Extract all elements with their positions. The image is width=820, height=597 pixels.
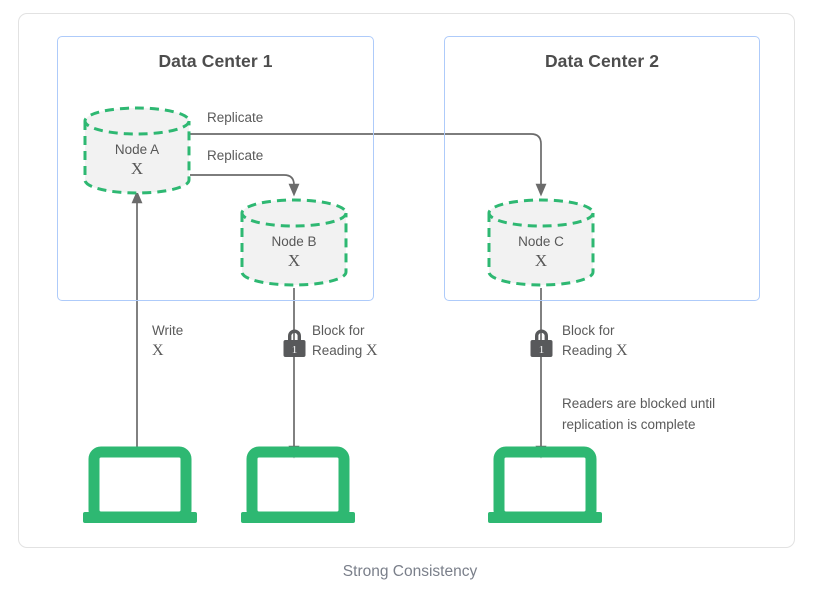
write-flow-line2: X [152,342,164,359]
block-b-line2: Reading X [312,341,378,361]
data-center-2-box: Data Center 2 [444,36,760,301]
block-c-line1: Block for [562,323,615,338]
block-c-line2: Reading X [562,341,628,361]
block-b-flow-label: Block for Reading X [312,321,378,361]
node-c: Node C X [489,213,593,285]
block-c-line2-prefix: Reading [562,343,617,358]
block-b-line1: Block for [312,323,365,338]
node-c-name: Node C [518,234,564,249]
write-flow-line1: Write [152,323,184,338]
block-b-line2-prefix: Reading [312,343,367,358]
block-c-flow-label: Block for Reading X [562,321,628,361]
data-center-1-box: Data Center 1 [57,36,374,301]
readers-blocked-note-line2: replication is complete [562,417,696,432]
diagram-caption: Strong Consistency [342,563,478,580]
node-b-value: X [287,251,301,270]
block-b-line2-value: X [366,342,378,359]
readers-blocked-note: Readers are blocked until replication is… [562,393,715,435]
node-a: Node A X [85,121,189,193]
node-c-value: X [534,251,548,270]
block-c-line2-value: X [616,342,628,359]
readers-blocked-note-line1: Readers are blocked until [562,396,716,411]
node-a-value: X [130,159,144,178]
replicate-a-to-c-label: Replicate [207,110,264,125]
data-center-2-title: Data Center 2 [544,51,660,71]
node-b-name: Node B [271,234,317,249]
data-center-1-title: Data Center 1 [158,51,273,71]
node-b: Node B X [242,213,346,285]
node-a-name: Node A [114,142,160,157]
replicate-a-to-b-label: Replicate [207,148,264,163]
write-flow-label: Write X [152,321,183,361]
